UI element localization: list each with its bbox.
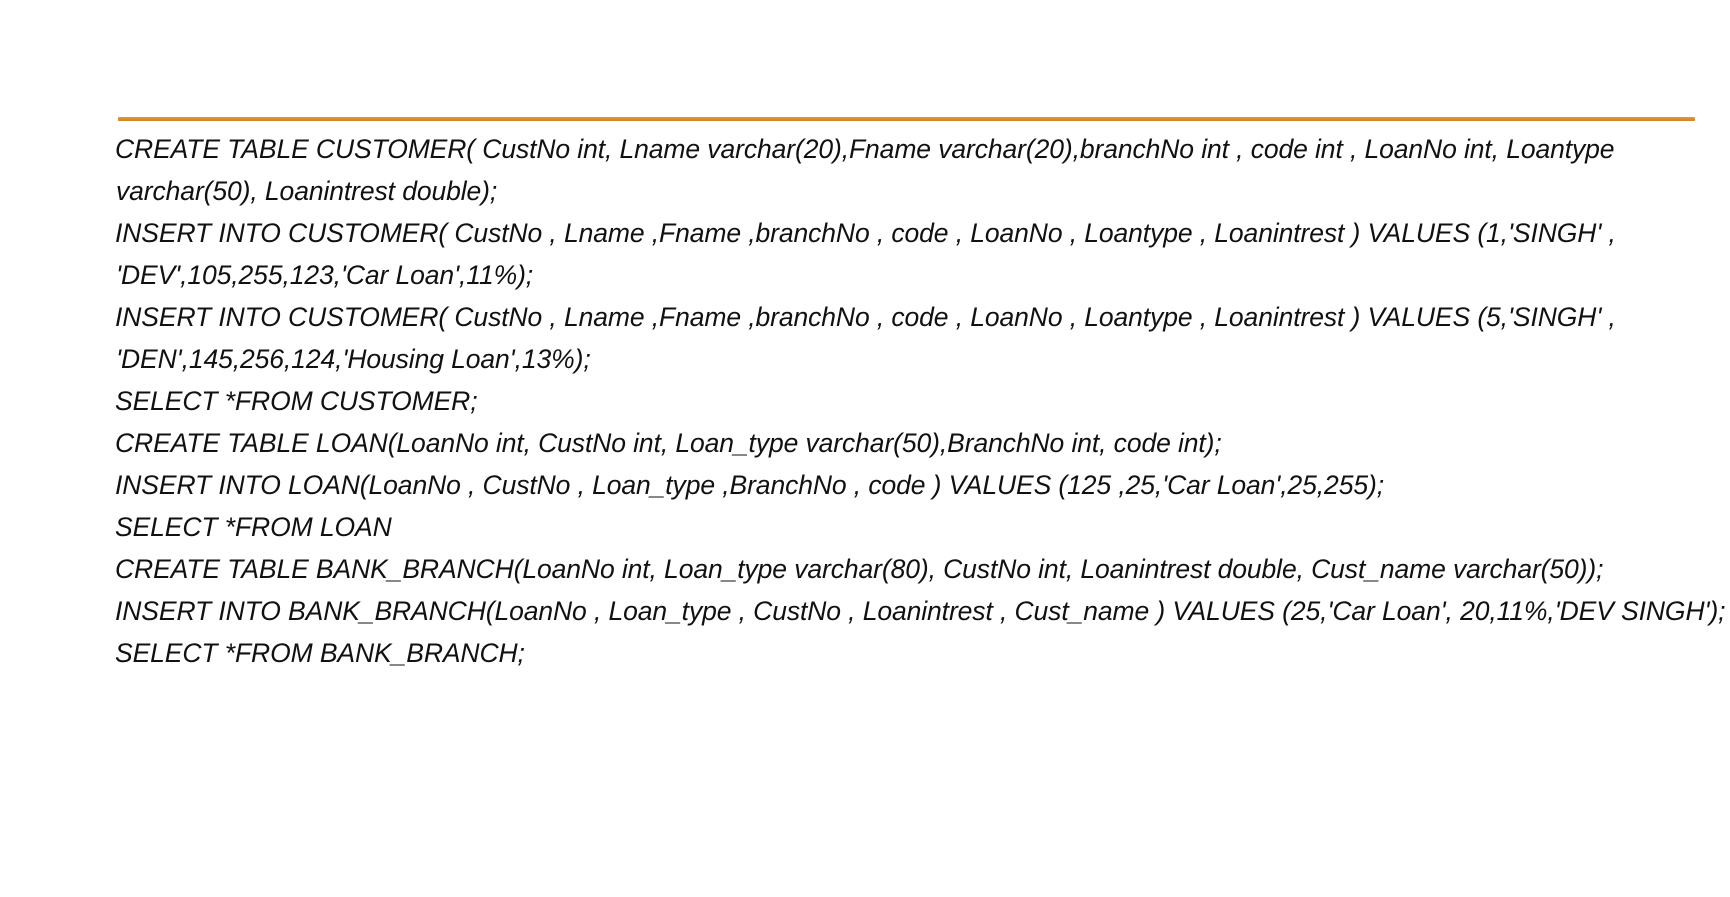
code-line: CREATE TABLE CUSTOMER( CustNo int, Lname… <box>115 134 1615 206</box>
code-line: CREATE TABLE BANK_BRANCH(LoanNo int, Loa… <box>115 554 1604 584</box>
code-line: SELECT *FROM CUSTOMER; <box>115 386 478 416</box>
code-line: INSERT INTO CUSTOMER( CustNo , Lname ,Fn… <box>115 218 1616 290</box>
code-line: CREATE TABLE LOAN(LoanNo int, CustNo int… <box>115 428 1222 458</box>
code-line: INSERT INTO LOAN(LoanNo , CustNo , Loan_… <box>115 470 1384 500</box>
sql-script-block: CREATE TABLE CUSTOMER( CustNo int, Lname… <box>115 128 1726 674</box>
code-line: SELECT *FROM LOAN <box>115 512 392 542</box>
code-line: INSERT INTO CUSTOMER( CustNo , Lname ,Fn… <box>115 302 1616 374</box>
code-line: INSERT INTO BANK_BRANCH(LoanNo , Loan_ty… <box>115 596 1726 626</box>
orange-rule-divider <box>118 117 1695 121</box>
code-line: SELECT *FROM BANK_BRANCH; <box>115 638 525 668</box>
